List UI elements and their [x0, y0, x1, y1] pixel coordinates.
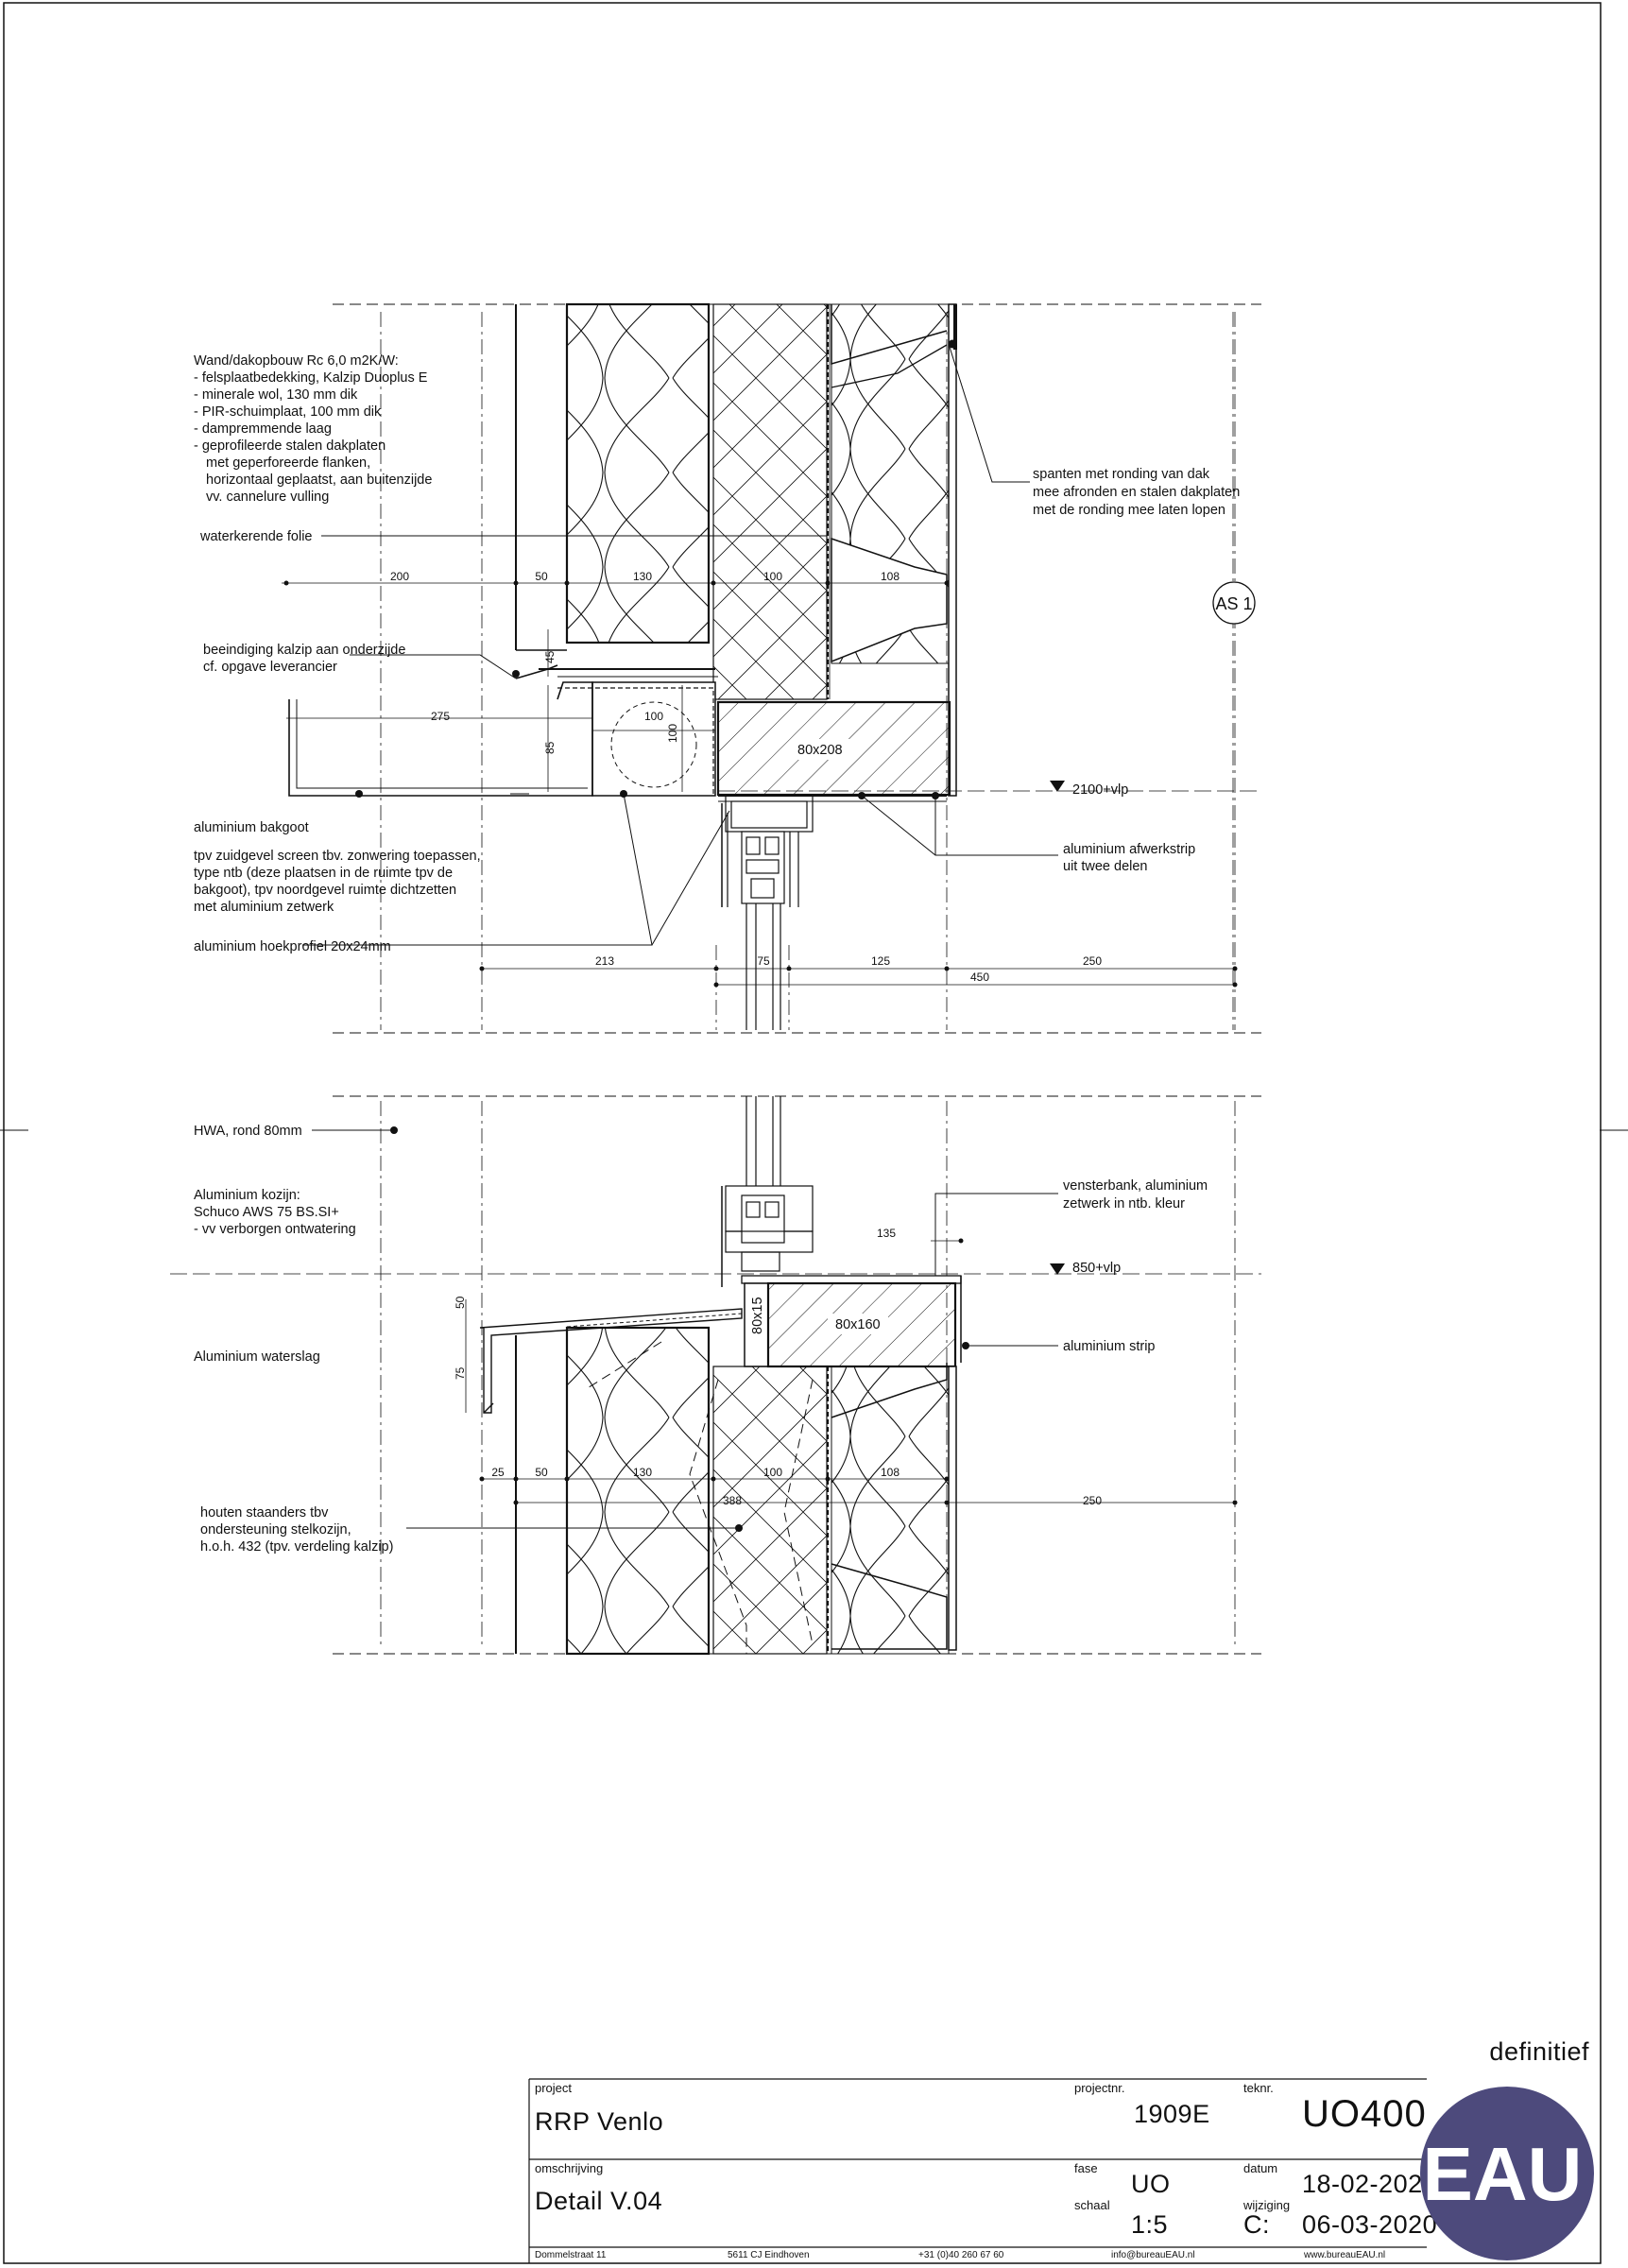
label-staanders-2: h.o.h. 432 (tpv. verdeling kalzip)	[200, 1539, 393, 1555]
dim-gutter-v100: 100	[666, 724, 679, 743]
dim-gutter-100: 100	[644, 710, 663, 723]
label-vensterbank-1: zetwerk in ntb. kleur	[1063, 1196, 1185, 1211]
footer-phone: +31 (0)40 260 67 60	[918, 2250, 1004, 2260]
top-detail	[282, 302, 1261, 1034]
dim-bottom-25: 25	[491, 1466, 505, 1479]
wall-build-line-8: vv. cannelure vulling	[206, 490, 329, 505]
label-spanten-0: spanten met ronding van dak	[1033, 467, 1210, 482]
wall-build-line-2: - minerale wol, 130 mm dik	[194, 387, 358, 403]
dim-bottom-108: 108	[881, 1466, 900, 1479]
annotation-labels: Wand/dakopbouw Rc 6,0 m2K/W: - felsplaat…	[194, 353, 1253, 1555]
level-bottom: 850+vlp	[1072, 1261, 1121, 1276]
wall-build-line-7: horizontaal geplaatst, aan buitenzijde	[206, 472, 432, 488]
omschrijving-label: omschrijving	[535, 2161, 603, 2175]
footer-postcode: 5611 CJ Eindhoven	[728, 2250, 810, 2260]
level-top: 2100+vlp	[1072, 782, 1128, 798]
wijziging-value: 06-03-2020	[1302, 2210, 1437, 2239]
label-vensterbank-0: vensterbank, aluminium	[1063, 1178, 1208, 1194]
label-kozijn-2: - vv verborgen ontwatering	[194, 1222, 356, 1237]
label-staanders-0: houten staanders tbv	[200, 1505, 329, 1521]
dim-frame-125: 125	[871, 954, 890, 968]
dim-gutter-85: 85	[543, 741, 557, 754]
label-screen-2: bakgoot), tpv noordgevel ruimte dichtzet…	[194, 883, 456, 898]
wijziging-label: wijziging	[1242, 2198, 1290, 2212]
label-waterslag: Aluminium waterslag	[194, 1349, 320, 1365]
label-beeindiging-1: cf. opgave leverancier	[203, 660, 337, 675]
footer-email: info@bureauEAU.nl	[1111, 2250, 1195, 2260]
project-name: RRP Venlo	[535, 2107, 663, 2136]
label-waterkerende-folie: waterkerende folie	[199, 529, 313, 544]
wall-build-line-4: - dampremmende laag	[194, 421, 332, 437]
label-afwerkstrip-0: aluminium afwerkstrip	[1063, 842, 1195, 857]
projectnr-value: 1909E	[1134, 2100, 1210, 2128]
footer-address: Dommelstraat 11	[535, 2250, 607, 2260]
eau-logo: EAU	[1420, 2087, 1594, 2260]
dim-top-50: 50	[535, 570, 548, 583]
label-hoekprofiel: aluminium hoekprofiel 20x24mm	[194, 939, 391, 954]
schaal-value: 1:5	[1131, 2210, 1168, 2239]
bottom-detail	[170, 1095, 1261, 1656]
dim-top-108: 108	[881, 570, 900, 583]
wijziging-c: C:	[1243, 2210, 1270, 2239]
label-spanten-1: mee afronden en stalen dakplaten	[1033, 485, 1240, 500]
footer-web: www.bureauEAU.nl	[1303, 2250, 1385, 2260]
axis-label: AS 1	[1215, 594, 1252, 613]
dim-bottom-388: 388	[723, 1494, 742, 1507]
dim-top-130: 130	[633, 570, 652, 583]
dimension-labels: 200 50 130 100 108 275 100 85 100 45 213…	[390, 570, 1102, 1507]
dim-bottom-100: 100	[763, 1466, 782, 1479]
projectnr-label: projectnr.	[1074, 2081, 1124, 2095]
beam-bottom-label: 80x160	[835, 1317, 881, 1332]
datum-value: 18-02-2020	[1302, 2170, 1437, 2198]
schaal-label: schaal	[1074, 2198, 1110, 2212]
label-screen-0: tpv zuidgevel screen tbv. zonwering toep…	[194, 849, 481, 864]
title-block: definitief project RRP Venlo projectnr. …	[528, 2037, 1594, 2263]
dim-bottom-50: 50	[535, 1466, 548, 1479]
dim-gutter-275: 275	[431, 710, 450, 723]
status-label: definitief	[1489, 2037, 1589, 2066]
fase-label: fase	[1074, 2161, 1098, 2175]
label-staanders-1: ondersteuning stelkozijn,	[200, 1522, 351, 1538]
dim-frame-213: 213	[595, 954, 614, 968]
dim-slope-75: 75	[454, 1366, 467, 1380]
dim-slope-50: 50	[454, 1296, 467, 1309]
label-screen-1: type ntb (deze plaatsen in de ruimte tpv…	[194, 866, 453, 881]
datum-label: datum	[1243, 2161, 1277, 2175]
fase-value: UO	[1131, 2170, 1171, 2198]
dim-frame-250: 250	[1083, 954, 1102, 968]
teknr-value: UO400	[1302, 2093, 1427, 2135]
label-strip: aluminium strip	[1063, 1339, 1156, 1354]
dim-top-200: 200	[390, 570, 409, 583]
wall-build-line-3: - PIR-schuimplaat, 100 mm dik	[194, 404, 382, 420]
label-afwerkstrip-1: uit twee delen	[1063, 859, 1147, 874]
dim-sill-135: 135	[877, 1227, 896, 1240]
dim-gutter-v45: 45	[543, 650, 557, 663]
label-hwa: HWA, rond 80mm	[194, 1124, 302, 1139]
wall-build-line-6: met geperforeerde flanken,	[206, 455, 370, 471]
project-label: project	[535, 2081, 572, 2095]
beam-top-label: 80x208	[797, 743, 843, 758]
wall-build-line-5: - geprofileerde stalen dakplaten	[194, 438, 386, 454]
wall-build-line-1: - felsplaatbedekking, Kalzip Duoplus E	[194, 370, 428, 386]
label-beeindiging-0: beeindiging kalzip aan onderzijde	[203, 643, 405, 658]
label-kozijn-1: Schuco AWS 75 BS.SI+	[194, 1205, 339, 1220]
wall-build-line-0: Wand/dakopbouw Rc 6,0 m2K/W:	[194, 353, 399, 369]
dim-frame-75: 75	[757, 954, 770, 968]
dim-frame-450: 450	[970, 971, 989, 984]
logo-text: EAU	[1423, 2132, 1583, 2216]
beam-small-label: 80x15	[750, 1297, 765, 1334]
teknr-label: teknr.	[1243, 2081, 1274, 2095]
label-spanten-2: met de ronding mee laten lopen	[1033, 503, 1225, 518]
dim-bottom-130: 130	[633, 1466, 652, 1479]
dim-bottom-250: 250	[1083, 1494, 1102, 1507]
label-bakgoot: aluminium bakgoot	[194, 820, 309, 835]
label-screen-3: met aluminium zetwerk	[194, 900, 334, 915]
dim-top-100: 100	[763, 570, 782, 583]
omschrijving-value: Detail V.04	[535, 2187, 662, 2215]
label-kozijn-0: Aluminium kozijn:	[194, 1188, 300, 1203]
